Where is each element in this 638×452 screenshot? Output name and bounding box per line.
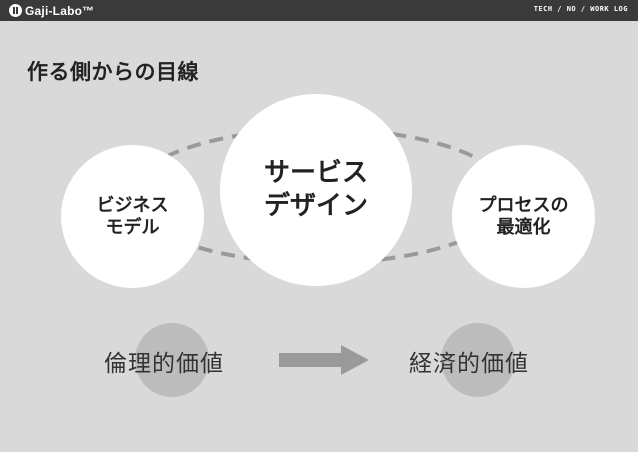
ethical-value-circle	[135, 323, 209, 397]
business-model-circle: ビジネス モデル	[61, 145, 204, 288]
economic-value-label: 経済的価値	[409, 351, 529, 377]
economic-value-circle	[441, 323, 515, 397]
gaji-labo-logo-icon	[9, 4, 22, 17]
header-right-text: TECH / NO / WORK LOG	[533, 5, 628, 13]
process-optimization-circle: プロセスの 最適化	[452, 145, 595, 288]
slide-title: 作る側からの目線	[27, 60, 199, 84]
process-optimization-label: プロセスの 最適化	[478, 194, 569, 238]
ethical-value-label: 倫理的価値	[104, 351, 224, 377]
logo-text: Gaji-Labo™	[25, 3, 95, 18]
business-model-label: ビジネス モデル	[96, 194, 169, 238]
gaji-labo-logo: Gaji-Labo™	[9, 2, 94, 19]
service-design-label: サービス デザイン	[263, 157, 368, 221]
header-bar: Gaji-Labo™ TECH / NO / WORK LOG	[0, 0, 638, 21]
service-design-circle: サービス デザイン	[220, 94, 412, 286]
right-arrow-icon	[279, 345, 369, 375]
